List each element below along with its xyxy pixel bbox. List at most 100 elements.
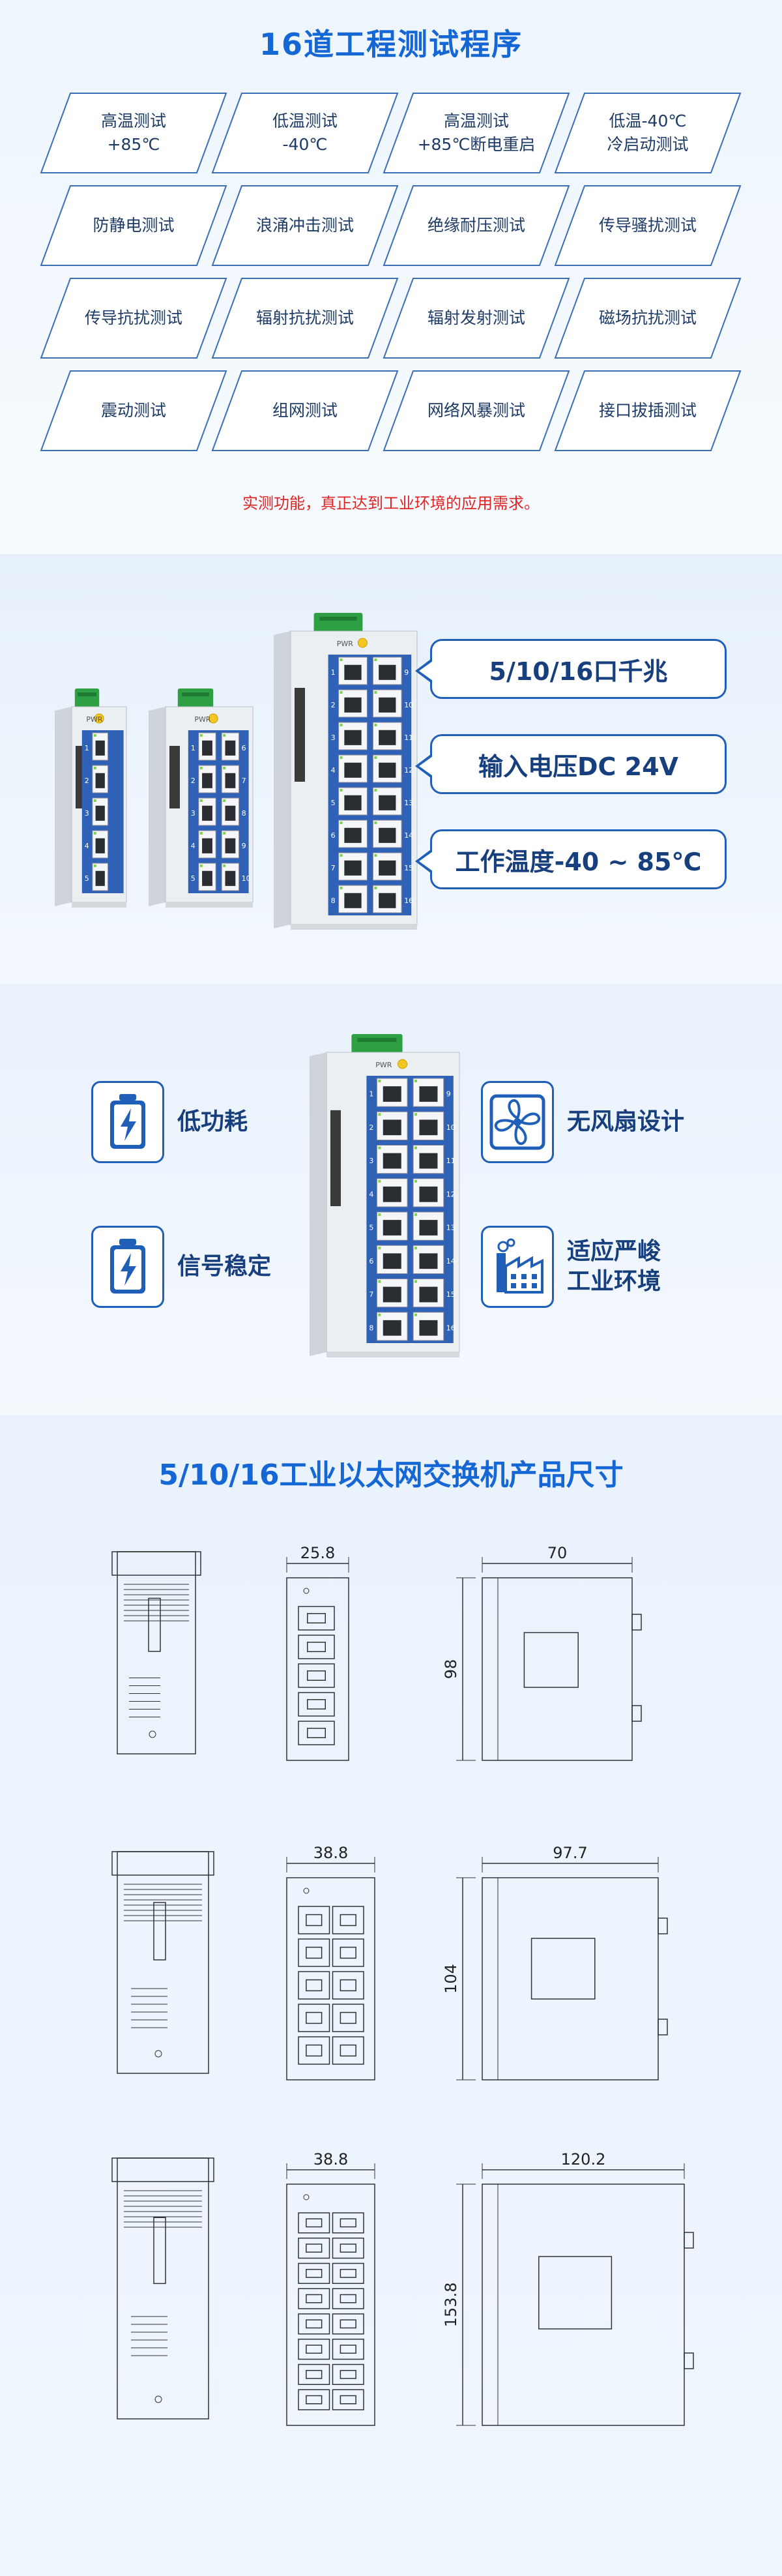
port-led bbox=[340, 659, 343, 661]
fan-icon bbox=[481, 1081, 554, 1163]
chevron-shape bbox=[383, 370, 570, 451]
led-outline bbox=[303, 2194, 310, 2200]
rj45-socket bbox=[202, 870, 212, 886]
rj45-socket bbox=[344, 697, 362, 713]
port-number: 1 bbox=[369, 1090, 373, 1099]
port-outline bbox=[332, 2036, 364, 2065]
port-outline bbox=[332, 1906, 364, 1934]
rj45-socket bbox=[202, 805, 212, 821]
test-program-title: 16道工程测试程序 bbox=[259, 27, 523, 62]
rj45-socket bbox=[344, 795, 362, 810]
test-item-label: 震动测试 bbox=[100, 401, 166, 420]
feature-label: 低功耗 bbox=[177, 1108, 248, 1135]
test-item-label: 高温测试 +85℃ bbox=[100, 111, 166, 154]
port-led bbox=[340, 756, 343, 759]
chevron-shape bbox=[554, 370, 742, 451]
port-led bbox=[378, 1313, 381, 1316]
chevron-shape bbox=[383, 93, 570, 173]
test-item: 低温-40℃ 冷启动测试 bbox=[553, 91, 742, 175]
port-number: 4 bbox=[191, 842, 195, 850]
test-item: 低温测试 -40℃ bbox=[210, 91, 399, 175]
rj45-socket bbox=[419, 1086, 438, 1102]
feature-label: 信号稳定 bbox=[177, 1253, 272, 1280]
screw-hole bbox=[149, 1730, 156, 1738]
test-item: 磁场抗扰测试 bbox=[553, 276, 742, 360]
test-item-label: 浪涌冲击测试 bbox=[255, 216, 354, 235]
port-socket-outline bbox=[306, 2345, 323, 2354]
port-socket-outline bbox=[306, 2011, 323, 2024]
port-led bbox=[378, 1213, 381, 1216]
rj45-socket bbox=[383, 1186, 401, 1202]
port-socket-outline bbox=[340, 2011, 356, 2024]
port-led bbox=[340, 789, 343, 792]
port-outline bbox=[332, 2339, 364, 2360]
switch-lineup-illustration: PWR12345PWR12345678910PWR123456789101112… bbox=[55, 613, 418, 930]
port-outline bbox=[332, 1971, 364, 2000]
port-number: 6 bbox=[331, 831, 336, 840]
port-socket-outline bbox=[340, 2319, 356, 2329]
test-item-label: 接口拔插测试 bbox=[598, 401, 697, 420]
test-item: 组网测试 bbox=[210, 369, 399, 452]
rj45-socket bbox=[225, 773, 236, 788]
port-socket-outline bbox=[306, 2243, 323, 2253]
back-view-rail bbox=[111, 2157, 214, 2182]
port-socket-outline bbox=[306, 1946, 323, 1959]
port-number: 2 bbox=[331, 701, 336, 709]
height-label: 153.8 bbox=[442, 2283, 460, 2328]
pwr-led bbox=[208, 713, 218, 724]
front-width-label: 25.8 bbox=[300, 1544, 335, 1562]
port-number: 9 bbox=[404, 668, 409, 677]
switch-bottom bbox=[291, 925, 417, 930]
port-number: 12 bbox=[404, 766, 413, 775]
rj45-socket bbox=[202, 838, 212, 853]
feature-label: 适应严峻 工业环境 bbox=[567, 1238, 661, 1295]
switch-bottom bbox=[166, 902, 253, 908]
port-led bbox=[223, 734, 226, 737]
port-socket-outline bbox=[340, 2218, 356, 2228]
rj45-socket bbox=[379, 795, 396, 810]
port-socket-outline bbox=[340, 1979, 356, 1992]
pwr-label: PWR bbox=[337, 640, 354, 648]
rj45-socket bbox=[344, 730, 362, 745]
pwr-label: PWR bbox=[86, 715, 103, 724]
terminal-block bbox=[153, 1902, 166, 1961]
test-item-label: 高温测试 +85℃断电重启 bbox=[417, 111, 536, 154]
port-led bbox=[223, 767, 226, 769]
rj45-socket bbox=[419, 1153, 438, 1169]
rj45-socket bbox=[95, 838, 105, 853]
port-number: 3 bbox=[331, 733, 336, 742]
din-mount-tab bbox=[684, 2232, 694, 2249]
port-led bbox=[378, 1280, 381, 1283]
port-led bbox=[340, 822, 343, 824]
rj45-socket bbox=[344, 860, 362, 876]
din-mount-tab bbox=[631, 1614, 642, 1631]
pwr-led bbox=[94, 713, 104, 724]
chevron-shape bbox=[211, 93, 399, 173]
chevron-shape bbox=[40, 185, 227, 266]
port-led bbox=[374, 854, 377, 857]
rj45-socket bbox=[379, 893, 396, 908]
port-outline bbox=[332, 2313, 364, 2335]
rj45-socket bbox=[225, 805, 236, 821]
port-strip bbox=[188, 730, 249, 893]
battery-bolt-icon bbox=[91, 1081, 164, 1163]
screw-hole bbox=[154, 2395, 162, 2403]
port-number: 2 bbox=[369, 1123, 373, 1132]
din-clip-ridge bbox=[357, 1038, 397, 1042]
test-item: 辐射发射测试 bbox=[382, 276, 571, 360]
port-socket-outline bbox=[306, 2044, 323, 2057]
test-item-label: 绝缘耐压测试 bbox=[427, 216, 525, 235]
feature-stable-signal: 信号稳定 bbox=[91, 1226, 271, 1308]
port-socket-outline bbox=[340, 2294, 356, 2303]
side-label-outline bbox=[523, 1632, 579, 1688]
port-socket-outline bbox=[306, 2268, 323, 2278]
port-socket-outline bbox=[340, 2345, 356, 2354]
port-outline bbox=[298, 2238, 330, 2259]
port-outline bbox=[298, 2363, 330, 2385]
port-led bbox=[93, 767, 96, 769]
rj45-socket bbox=[344, 762, 362, 778]
rj45-socket bbox=[379, 762, 396, 778]
port-outline bbox=[332, 2004, 364, 2032]
port-number: 5 bbox=[369, 1224, 373, 1232]
switch-side bbox=[55, 707, 72, 906]
